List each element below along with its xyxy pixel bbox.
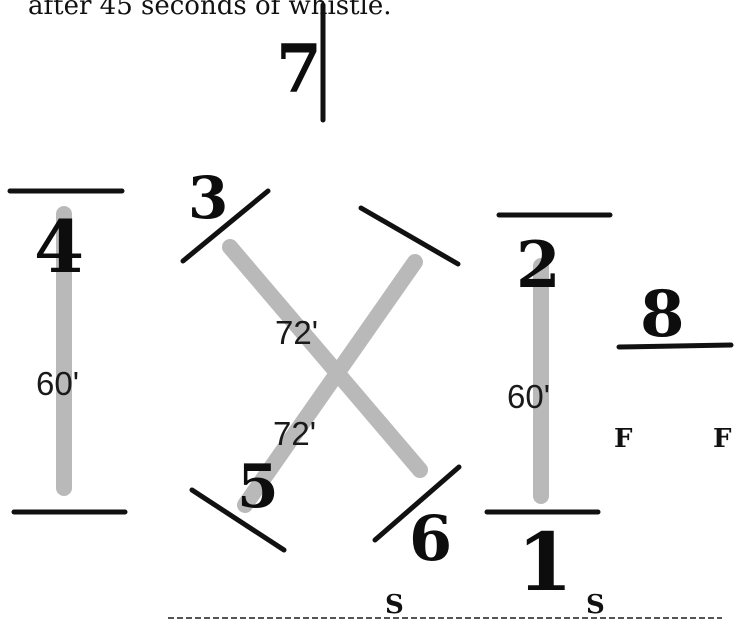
court-lines [56,206,549,513]
position-lines [7,2,734,553]
position-1: 1 [517,515,573,609]
position-4: 4 [34,204,84,289]
position-3: 3 [188,164,228,232]
header-text: after 45 seconds of whistle. [28,0,392,21]
position-5: 5 [237,452,279,522]
upper-right-line [358,205,461,267]
diagonal-court-line-b [237,254,423,513]
pos3-line [180,188,271,264]
pos5-line [189,487,287,553]
pos8-line [616,342,734,350]
pos6-line [372,464,462,543]
distance-left: 60' [36,365,79,402]
marker-s-left: S [385,590,404,620]
distance-right: 60' [507,378,550,415]
marker-f-left: F [614,424,633,454]
position-2: 2 [516,228,561,303]
marker-f-right: F [713,424,732,454]
position-7: 7 [276,30,322,108]
diagonal-court-line-a [222,239,428,478]
position-6: 6 [409,502,452,575]
distance-diag-upper: 72' [275,314,318,351]
position-8: 8 [640,277,685,352]
distance-diag-lower: 72' [273,415,316,452]
marker-s-right: S [586,590,605,620]
